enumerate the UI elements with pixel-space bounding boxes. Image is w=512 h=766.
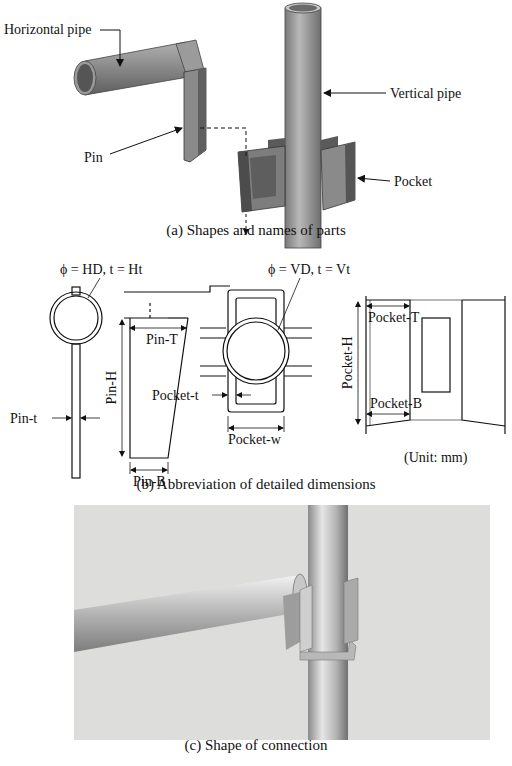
dimension-label: Pocket-T (368, 310, 419, 325)
dimension-label: Pin-T (146, 332, 178, 347)
pin-side (124, 286, 230, 458)
caption: (a) Shapes and names of parts (166, 222, 346, 239)
dimension-label: ϕ = HD, t = Ht (60, 262, 142, 277)
dimension-label: ϕ = VD, t = Vt (268, 262, 350, 277)
pocket-plan (200, 290, 312, 412)
pocket-elevation (366, 296, 505, 434)
dimension-label: Pocket-H (339, 337, 354, 390)
part-name: Pin (84, 150, 103, 165)
pin-section (50, 287, 102, 478)
pocket (238, 136, 355, 212)
dimension-label: Pin-H (104, 371, 119, 404)
caption: (b) Abbreviation of detailed dimensions (136, 476, 375, 493)
caption: (c) Shape of connection (185, 737, 328, 754)
pin (184, 68, 206, 162)
photo (74, 505, 490, 740)
vertical-pipe (285, 3, 321, 248)
part-name: Vertical pipe (390, 86, 461, 101)
dimension-label: Pocket-t (152, 388, 199, 403)
dimension-label: Pocket-B (370, 396, 422, 411)
dimension-label: Pin-t (10, 411, 37, 426)
unit-note: (Unit: mm) (404, 450, 467, 465)
part-name: Pocket (394, 174, 432, 189)
part-name: Horizontal pipe (4, 22, 91, 37)
dimension-label: Pocket-w (228, 432, 281, 447)
